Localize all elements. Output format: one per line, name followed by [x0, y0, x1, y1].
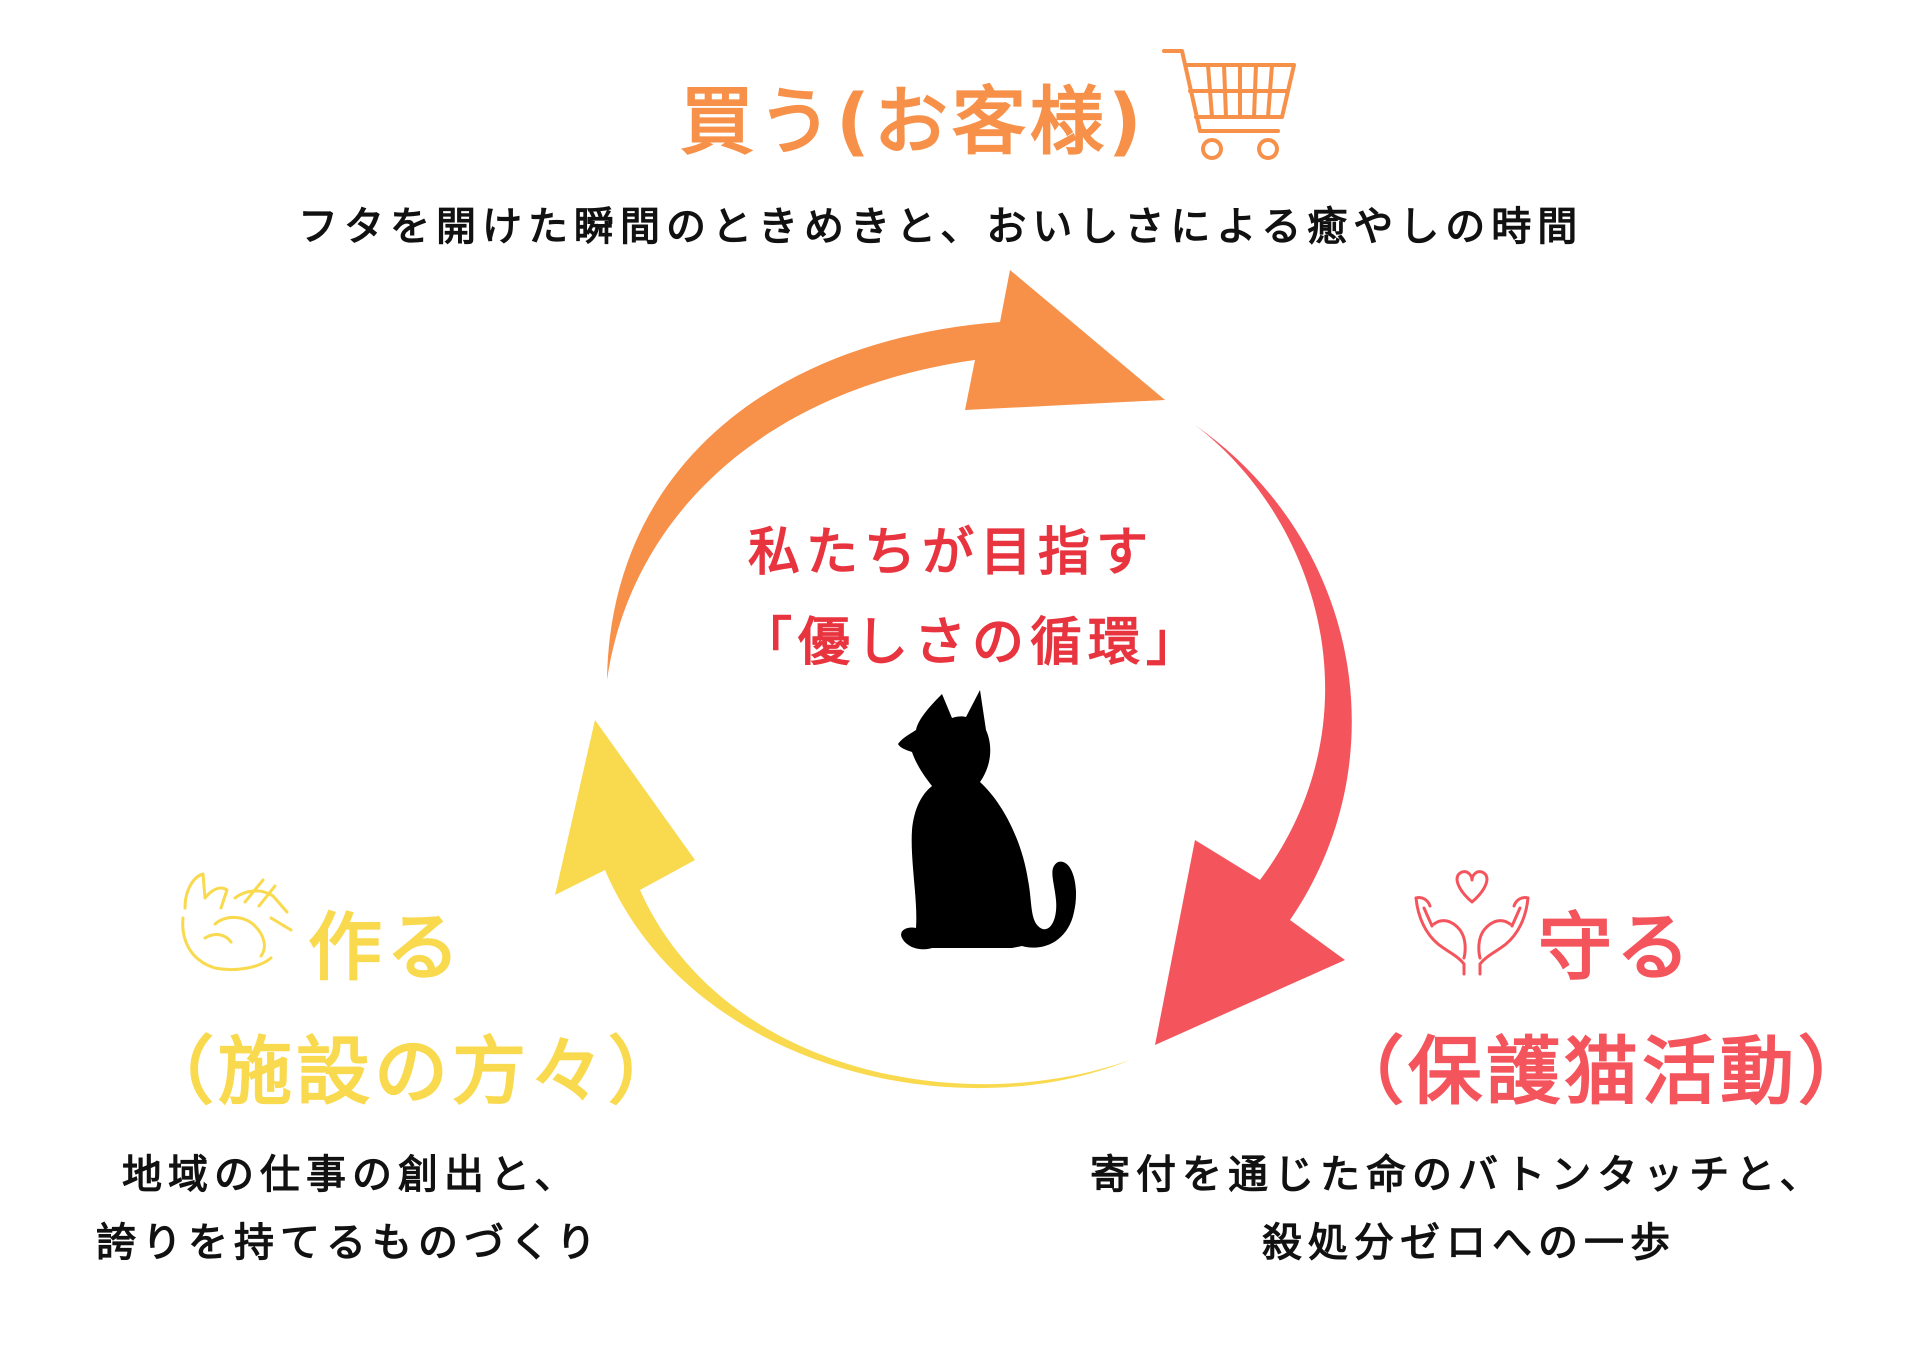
make-arrow — [555, 720, 1130, 1089]
buy-arrow — [607, 270, 1165, 680]
center-title-line2: 「優しさの循環」 — [740, 613, 1205, 673]
hands-heart-icon — [1414, 870, 1530, 976]
protect-heading-line1: 守る — [1538, 905, 1694, 991]
protect-description-line2: 殺処分ゼロへの一歩 — [1262, 1220, 1676, 1266]
buy-heading: 買う(お客様) — [680, 79, 1146, 165]
center-title-line1: 私たちが目指す — [748, 523, 1155, 583]
cat-silhouette-icon — [898, 690, 1077, 950]
buy-description: フタを開けた瞬間のときめきと、おいしさによる癒やしの時間 — [298, 204, 1584, 250]
hands-crafting-icon — [181, 872, 293, 972]
make-heading-line1: 作る — [308, 905, 464, 991]
shopping-cart-icon — [1162, 49, 1296, 160]
protect-heading-line2: （保護猫活動） — [1330, 1029, 1876, 1115]
make-heading-line2: （施設の方々） — [140, 1029, 686, 1115]
make-description-line2: 誇りを持てるものづくり — [96, 1220, 602, 1266]
make-description-line1: 地域の仕事の創出と、 — [122, 1152, 581, 1198]
protect-arrow — [1155, 425, 1352, 1045]
protect-description-line1: 寄付を通じた命のバトンタッチと、 — [1090, 1152, 1826, 1198]
